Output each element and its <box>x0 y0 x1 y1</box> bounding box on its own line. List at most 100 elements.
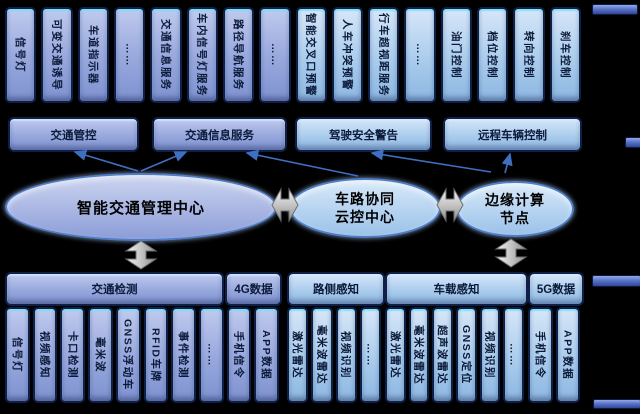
bottom-node-label: 毫米波雷达 <box>315 325 328 385</box>
top-node-label: 行车超视距服务 <box>377 13 390 97</box>
ellipse-cloud-control-center: 车路协同 云控中心 <box>289 178 441 238</box>
bottom-node-label: 毫米波雷达 <box>412 325 425 385</box>
bottom-node-label: 毫米波 <box>93 337 106 373</box>
bottom-node-label: APP数据 <box>561 329 574 381</box>
bottom-node-label: 激光雷达 <box>291 331 304 379</box>
bottom-node: APP数据 <box>254 307 280 403</box>
top-node-label: 刹车控制 <box>558 31 571 79</box>
bottom-node-label: 视频感知 <box>38 331 51 379</box>
bottom-node-label: APP数据 <box>260 329 273 381</box>
bottom-node: 毫米波雷达 <box>311 307 333 403</box>
bottom-node-ellipsis: …… <box>359 307 381 403</box>
bottom-group-5g: 手机信令 APP数据 <box>528 307 580 403</box>
top-node-label: …… <box>414 43 427 67</box>
connector-edge-sensing-double-arrow <box>494 238 528 268</box>
ellipse-label: 智能交通管理中心 <box>76 199 205 217</box>
ellipse-label-line: 节点 <box>500 210 530 226</box>
top-node-label: 交通信息服务 <box>159 19 172 91</box>
top-node-label: 档位控制 <box>486 31 499 79</box>
bar-4g-data: 4G数据 <box>225 272 282 306</box>
bottom-group-traffic-detection: 信号灯 视频感知 卡口检测 毫米波 GNSS浮动车 RFID车牌 事件检测 ……… <box>5 307 280 403</box>
bottom-node: 事件检测 <box>171 307 196 403</box>
legend-bar-3 <box>592 275 640 287</box>
ellipse-label-line: 云控中心 <box>335 209 395 225</box>
bottom-node: 视频识别 <box>479 307 501 403</box>
bottom-node: 毫米波 <box>88 307 113 403</box>
arrow-edge-to-safety-warning <box>370 149 492 173</box>
bottom-node-label: …… <box>364 343 377 367</box>
top-node-ellipsis: …… <box>113 7 146 103</box>
legend-bar-4 <box>593 399 640 409</box>
top-node-label: 路径导航服务 <box>232 19 245 91</box>
top-node: 车内信号灯服务 <box>186 7 218 103</box>
bar-driving-safety-warning: 驾驶安全警告 <box>295 117 432 152</box>
top-node-label: …… <box>268 43 281 67</box>
top-node-ellipsis: …… <box>259 7 291 103</box>
arrow-mgmt-to-traffic-control <box>73 149 139 172</box>
legend-bar-2 <box>625 137 640 148</box>
top-node-label: …… <box>123 43 136 67</box>
top-node: 车道指示器 <box>77 7 109 103</box>
bottom-node: RFID车牌 <box>143 307 169 403</box>
bottom-node: 手机信令 <box>528 307 553 403</box>
top-node: 路径导航服务 <box>222 7 255 103</box>
bar-traffic-detection: 交通检测 <box>5 272 224 306</box>
bar-traffic-info-service: 交通信息服务 <box>152 117 287 152</box>
top-node: 转向控制 <box>513 7 545 103</box>
ellipse-label-line: 车路协同 <box>335 190 395 207</box>
top-node-label: 车内信号灯服务 <box>195 13 208 97</box>
bar-traffic-control: 交通管控 <box>8 117 139 152</box>
bottom-node: 激光雷达 <box>287 307 309 403</box>
bottom-node-label: …… <box>205 343 218 367</box>
top-node-label: 智能交叉口预警 <box>304 13 317 97</box>
bar-vehicle-sensing: 车载感知 <box>385 272 528 306</box>
bottom-node-label: 卡口检测 <box>66 331 79 379</box>
top-node: 油门控制 <box>440 7 473 103</box>
bottom-node: GNSS定位 <box>456 307 477 403</box>
connector-mgmt-detection-double-arrow <box>124 240 158 270</box>
bottom-node-label: RFID车牌 <box>149 327 162 383</box>
bottom-node-label: GNSS定位 <box>459 325 472 385</box>
top-node-label: 车道指示器 <box>86 25 99 85</box>
top-node: 可变交通诱导 <box>41 7 73 103</box>
bottom-node: 卡口检测 <box>60 307 86 403</box>
bottom-node: 视频感知 <box>32 307 58 403</box>
bottom-node: 超声波雷达 <box>432 307 454 403</box>
top-node: 刹车控制 <box>549 7 581 103</box>
ellipse-traffic-management-center: 智能交通管理中心 <box>5 173 277 241</box>
bottom-node-label: 视频识别 <box>483 331 496 379</box>
bottom-node: 信号灯 <box>5 307 30 403</box>
bottom-node-label: 手机信令 <box>533 331 546 379</box>
arrow-edge-to-remote-control <box>501 152 513 174</box>
arrow-cloud-to-traffic-info <box>245 149 359 177</box>
bottom-node: 毫米波雷达 <box>408 307 430 403</box>
top-node-ellipsis: …… <box>404 7 436 103</box>
bottom-node-ellipsis: …… <box>503 307 525 403</box>
bottom-node-label: 超声波雷达 <box>436 325 449 385</box>
bottom-node-label: 手机信令 <box>232 331 245 379</box>
top-node-label: 转向控制 <box>522 31 535 79</box>
arrow-mgmt-to-traffic-info <box>140 151 188 172</box>
bottom-node: GNSS浮动车 <box>115 307 141 403</box>
top-node-row: 信号灯 可变交通诱导 车道指示器 …… 交通信息服务 车内信号灯服务 路径导航服… <box>5 7 581 103</box>
top-node: 智能交叉口预警 <box>295 7 327 103</box>
bottom-node-label: 视频识别 <box>339 331 352 379</box>
top-node: 档位控制 <box>477 7 509 103</box>
ellipse-label-line: 边缘计算 <box>485 191 545 208</box>
top-node-label: 油门控制 <box>449 31 462 79</box>
bottom-node-label: 激光雷达 <box>388 331 401 379</box>
bar-remote-vehicle-control: 远程车辆控制 <box>443 117 582 152</box>
bottom-node: 激光雷达 <box>385 307 406 403</box>
bottom-node: 手机信令 <box>226 307 252 403</box>
bottom-group-roadside: 激光雷达 毫米波雷达 视频识别 …… <box>287 307 381 403</box>
ellipse-edge-computing-node: 边缘计算 节点 <box>456 181 574 237</box>
bottom-node-label: …… <box>507 343 520 367</box>
top-node-label: 人车冲突预警 <box>340 19 353 91</box>
bottom-node-label: 信号灯 <box>10 337 23 373</box>
top-node-label: 可变交通诱导 <box>50 19 63 91</box>
bottom-node-label: 事件检测 <box>177 331 190 379</box>
bottom-node: APP数据 <box>555 307 580 403</box>
bottom-node: 视频识别 <box>335 307 357 403</box>
bar-roadside-sensing: 路侧感知 <box>287 272 385 306</box>
